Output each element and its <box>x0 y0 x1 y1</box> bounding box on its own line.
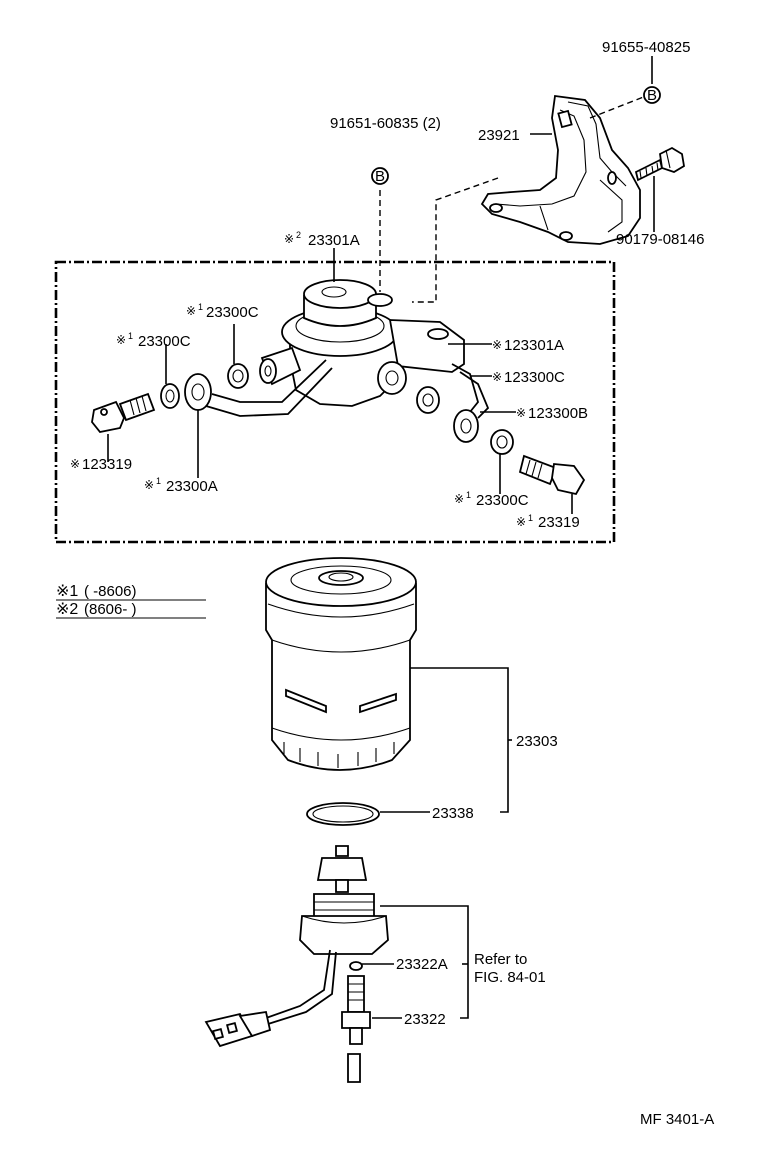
note-mark-123300B: ※ <box>516 406 526 420</box>
label-123319: 123319 <box>82 456 132 473</box>
gasket-23300C-bottom <box>490 429 514 455</box>
filter-head-assembly <box>205 279 490 419</box>
legend-mark-2: ※2 <box>56 601 78 618</box>
note-mark-23300C-left: ※ <box>116 333 126 347</box>
legend: ※1 ( -8606) ※2 (8606- ) <box>56 583 206 619</box>
sensor-assembly <box>204 845 389 1083</box>
note-sup-23301A: 2 <box>296 230 301 240</box>
note-mark-23300C-bottom: ※ <box>454 492 464 506</box>
b-marker-center: B <box>371 167 389 185</box>
note-sup-23300C-left: 1 <box>128 331 133 341</box>
note-sup-23319: 1 <box>528 513 533 523</box>
filter-element-23303 <box>265 557 417 771</box>
label-23921: 23921 <box>478 127 520 144</box>
assembly-23301A-box <box>54 260 616 544</box>
label-23322: 23322 <box>404 1011 446 1028</box>
note-mark-123301A: ※ <box>492 338 502 352</box>
bolt-23319-right <box>518 454 586 496</box>
label-123301A: 123301A <box>504 337 564 354</box>
label-91651-60835: 91651-60835 (2) <box>330 115 441 132</box>
label-23322A: 23322A <box>396 956 448 973</box>
gasket-23300C-left <box>160 383 180 409</box>
note-mark-23300A: ※ <box>144 478 154 492</box>
label-23319: 23319 <box>538 514 580 531</box>
note-mark-123319: ※ <box>70 457 80 471</box>
label-23300A: 23300A <box>166 478 218 495</box>
note-mark-23300C-top: ※ <box>186 304 196 318</box>
note-mark-123300C: ※ <box>492 370 502 384</box>
union-23300A <box>184 373 212 411</box>
note-sup-23300C-bottom: 1 <box>466 490 471 500</box>
note-mark-23301A: ※ <box>284 232 294 246</box>
label-91655-40825: 91655-40825 <box>602 39 690 56</box>
legend-mark-1: ※1 <box>56 583 78 600</box>
svg-text:B: B <box>647 87 657 104</box>
note-mark-23319: ※ <box>516 515 526 529</box>
note-sup-23300A: 1 <box>156 476 161 486</box>
svg-text:B: B <box>375 168 385 185</box>
label-123300C: 123300C <box>504 369 565 386</box>
label-23300C-left: 23300C <box>138 333 191 350</box>
label-123300B: 123300B <box>528 405 588 422</box>
gasket-123300C-right <box>416 386 440 414</box>
gasket-23300C-top <box>227 363 249 389</box>
b-marker-right: B <box>643 86 661 104</box>
label-23303: 23303 <box>516 733 558 750</box>
bracket-23921 <box>480 94 641 245</box>
figure-id: MF 3401-A <box>640 1111 714 1128</box>
legend-text-2: (8606- ) <box>84 601 137 618</box>
label-23338: 23338 <box>432 805 474 822</box>
label-90179-08146: 90179-08146 <box>616 231 704 248</box>
refer-line-2: FIG. 84-01 <box>474 969 546 986</box>
union-123300B <box>453 409 479 443</box>
refer-line-1: Refer to <box>474 951 527 968</box>
oring-23338 <box>306 802 380 826</box>
label-23300C-top: 23300C <box>206 304 259 321</box>
bolt-90179-08146 <box>634 146 685 182</box>
legend-text-1: ( -8606) <box>84 583 137 600</box>
label-23300C-bottom: 23300C <box>476 492 529 509</box>
note-sup-23300C-top: 1 <box>198 302 203 312</box>
bolt-123319-left <box>91 392 156 433</box>
label-23301A: 23301A <box>308 232 360 249</box>
